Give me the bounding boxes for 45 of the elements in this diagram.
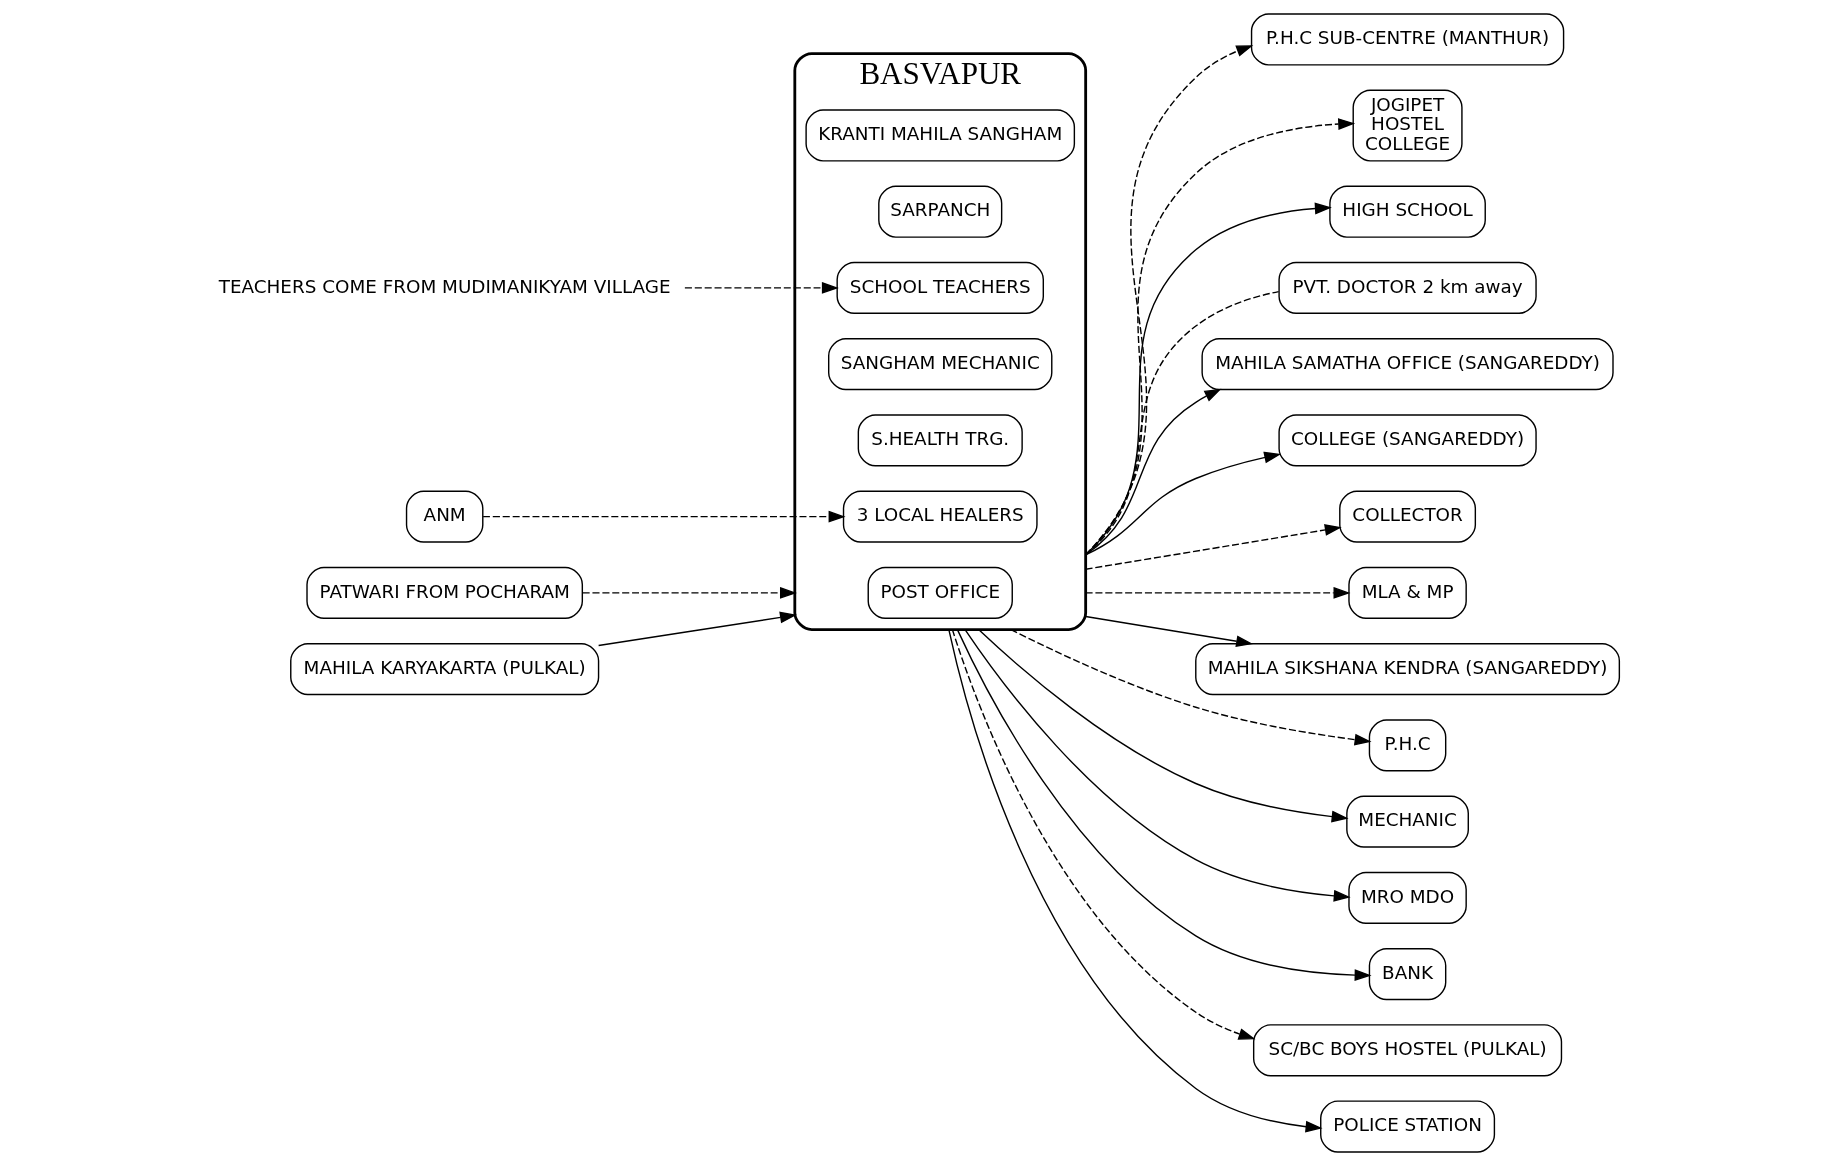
node-box: MAHILA SIKSHANA KENDRA (SANGAREDDY) bbox=[1194, 643, 1620, 696]
node-box: HIGH SCHOOL bbox=[1328, 185, 1486, 238]
node-box: S.HEALTH TRG. bbox=[857, 414, 1023, 467]
arrow bbox=[1084, 118, 1355, 556]
node-box: COLLECTOR bbox=[1338, 490, 1476, 543]
node-box: PVT. DOCTOR 2 km away bbox=[1277, 261, 1537, 315]
arrow bbox=[947, 628, 1322, 1133]
arrow bbox=[481, 510, 846, 523]
node-box: SANGHAM MECHANIC bbox=[827, 338, 1052, 391]
node-box: 3 LOCAL HEALERS bbox=[842, 490, 1038, 543]
node-box: P.H.C bbox=[1368, 719, 1446, 772]
node-box: POST OFFICE bbox=[867, 566, 1013, 619]
arrow bbox=[1084, 524, 1342, 570]
arrow bbox=[597, 611, 797, 647]
node-box: MAHILA SAMATHA OFFICE (SANGAREDDY) bbox=[1200, 338, 1614, 391]
arrow bbox=[963, 628, 1351, 902]
node-box: MAHILA KARYAKARTA (PULKAL) bbox=[289, 643, 599, 696]
arrow bbox=[1084, 202, 1332, 556]
node-box: SARPANCH bbox=[877, 185, 1002, 238]
node-box: COLLEGE (SANGAREDDY) bbox=[1277, 414, 1537, 467]
node-box: MLA & MP bbox=[1347, 566, 1467, 619]
node-text: TEACHERS COME FROM MUDIMANIKYAM VILLAGE bbox=[218, 275, 671, 297]
arrow bbox=[1084, 586, 1350, 599]
arrow bbox=[951, 628, 1255, 1040]
node-box: JOGIPET HOSTEL COLLEGE bbox=[1352, 89, 1463, 162]
node-box: SC/BC BOYS HOSTEL (PULKAL) bbox=[1252, 1024, 1562, 1077]
arrow bbox=[683, 282, 839, 294]
arrow bbox=[1009, 628, 1372, 746]
arrow bbox=[581, 586, 797, 599]
arrow bbox=[1084, 451, 1281, 556]
arrow bbox=[1084, 45, 1253, 556]
node-box: SCHOOL TEACHERS bbox=[835, 261, 1044, 315]
node-box: P.H.C SUB-CENTRE (MANTHUR) bbox=[1250, 13, 1564, 66]
node-box: KRANTI MAHILA SANGHAM bbox=[804, 109, 1075, 162]
node-box: ANM bbox=[405, 490, 483, 543]
arrow bbox=[977, 628, 1349, 823]
node-box: POLICE STATION bbox=[1319, 1100, 1495, 1153]
arrow bbox=[956, 628, 1372, 982]
arrow bbox=[1084, 615, 1253, 648]
node-box: BANK bbox=[1368, 947, 1446, 1001]
arrow bbox=[1084, 388, 1221, 556]
node-box: MRO MDO bbox=[1347, 871, 1467, 924]
node-box: PATWARI FROM POCHARAM bbox=[305, 566, 583, 619]
node-box: MECHANIC bbox=[1345, 795, 1469, 848]
connector bbox=[1084, 290, 1279, 556]
